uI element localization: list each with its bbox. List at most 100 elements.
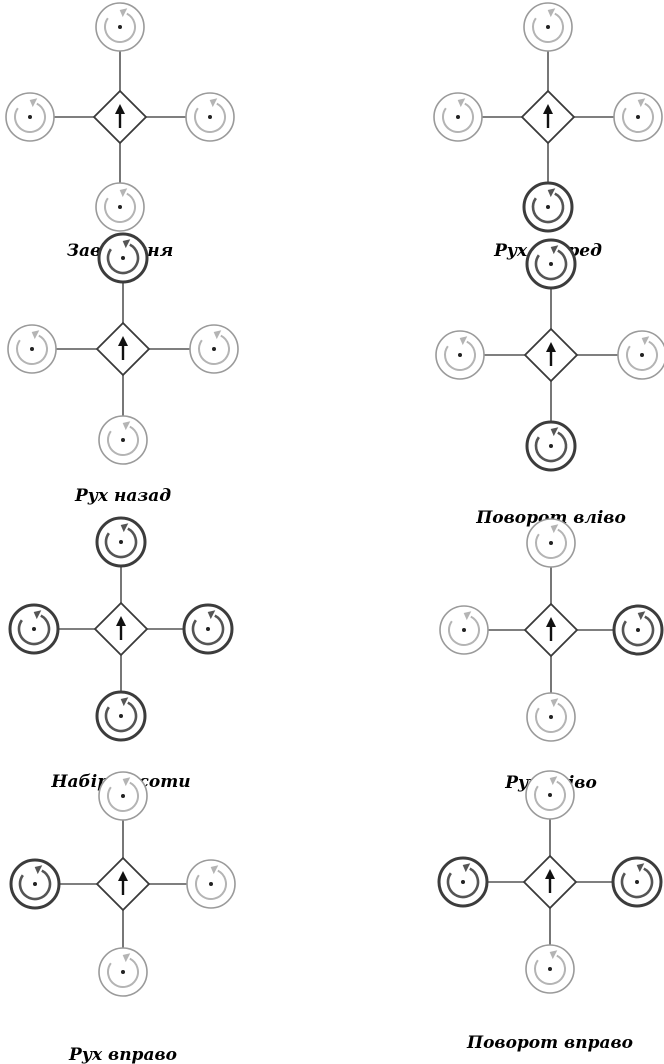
rotor-left-slow (439, 605, 489, 655)
rotor-bottom-slow (98, 947, 148, 997)
rotor-hub (121, 256, 125, 260)
up-arrow-icon (118, 871, 128, 895)
rotor-bottom-slow (95, 182, 145, 232)
up-arrow-icon (118, 336, 128, 360)
rotor-bottom-fast (525, 420, 577, 472)
rotor-right-slow (189, 324, 239, 374)
rotor-hub (456, 115, 460, 119)
rotation-arrowhead-icon (549, 950, 558, 960)
rotor-right-fast (182, 603, 234, 655)
rotation-arc (194, 102, 226, 133)
rotor-hub (458, 353, 462, 357)
rotation-arc (534, 431, 568, 463)
rotation-arc (107, 957, 139, 988)
rotation-arrowhead-icon (637, 611, 646, 621)
rotation-arrowhead-icon (120, 697, 129, 707)
rotor-hub (121, 794, 125, 798)
panel-caption: Поворот вліво (475, 508, 626, 528)
rotor-hub (548, 793, 552, 797)
rotation-arc (626, 340, 658, 371)
rotor-right-slow (613, 92, 663, 142)
rotor-hub (32, 627, 36, 631)
rotor-bottom-slow (525, 944, 575, 994)
rotation-arrowhead-icon (207, 610, 216, 620)
rotation-arrowhead-icon (547, 188, 556, 198)
rotor-hub (548, 967, 552, 971)
rotation-arc (107, 781, 139, 812)
rotation-arrowhead-icon (210, 865, 219, 875)
rotor-hub (461, 880, 465, 884)
rotor-hub (209, 882, 213, 886)
rotation-arc (191, 614, 225, 646)
rotation-arrowhead-icon (550, 245, 559, 255)
rotor-hub (208, 115, 212, 119)
rotor-left-fast (9, 858, 61, 910)
rotor-right-fast (612, 604, 664, 656)
rotation-arc (535, 702, 567, 733)
panel-7: Рух вправо (9, 771, 236, 1064)
rotation-arc (448, 615, 480, 646)
rotor-hub (549, 262, 553, 266)
rotor-bottom-fast (522, 181, 574, 233)
rotor-hub (30, 347, 34, 351)
rotation-arc (534, 780, 566, 811)
rotation-arrowhead-icon (462, 863, 471, 873)
panel-4: Поворот вліво (435, 238, 664, 528)
rotation-arrowhead-icon (549, 776, 558, 786)
rotor-hub (549, 541, 553, 545)
rotation-arc (198, 334, 230, 365)
rotation-arc (16, 334, 48, 365)
rotor-hub (28, 115, 32, 119)
rotor-bottom-fast (95, 690, 147, 742)
rotor-hub (640, 353, 644, 357)
rotation-arc (442, 102, 474, 133)
rotor-top-slow (526, 518, 576, 568)
rotation-arc (104, 527, 138, 559)
rotor-left-slow (5, 92, 55, 142)
rotor-top-slow (98, 771, 148, 821)
rotation-arc (622, 102, 654, 133)
rotor-hub (119, 714, 123, 718)
rotor-hub (119, 540, 123, 544)
rotor-hub (212, 347, 216, 351)
rotor-hub (636, 115, 640, 119)
rotor-hub (546, 25, 550, 29)
panel-3: Рух назад (7, 232, 239, 506)
rotation-arc (446, 867, 480, 899)
rotor-left-fast (437, 856, 489, 908)
up-arrow-icon (543, 104, 553, 128)
up-arrow-icon (546, 617, 556, 641)
up-arrow-icon (545, 869, 555, 893)
rotor-right-fast (611, 856, 663, 908)
rotation-arc (534, 249, 568, 281)
rotor-left-slow (7, 324, 57, 374)
rotation-arc (104, 12, 136, 43)
rotation-arrowhead-icon (122, 777, 131, 787)
up-arrow-icon (116, 616, 126, 640)
rotor-hub (462, 628, 466, 632)
up-arrow-icon (546, 342, 556, 366)
rotation-arrowhead-icon (550, 524, 559, 534)
rotor-top-fast (97, 232, 149, 284)
rotation-arrowhead-icon (457, 98, 466, 108)
rotation-arrowhead-icon (122, 421, 131, 431)
rotation-arc (534, 954, 566, 985)
rotor-right-slow (617, 330, 664, 380)
rotation-arc (195, 869, 227, 900)
panel-6: Рух вліво (439, 518, 664, 793)
rotation-arrowhead-icon (641, 336, 650, 346)
panel-caption: Рух вправо (68, 1045, 177, 1064)
rotation-arrowhead-icon (463, 611, 472, 621)
rotor-hub (121, 970, 125, 974)
rotor-hub (206, 627, 210, 631)
rotor-bottom-slow (526, 692, 576, 742)
rotation-arc (106, 243, 140, 275)
rotor-hub (33, 882, 37, 886)
rotor-hub (121, 438, 125, 442)
rotation-arc (620, 867, 654, 899)
rotor-hub (549, 715, 553, 719)
rotor-hub (549, 444, 553, 448)
panel-caption: Рух назад (74, 486, 171, 506)
rotor-right-slow (185, 92, 235, 142)
rotation-arrowhead-icon (33, 610, 42, 620)
